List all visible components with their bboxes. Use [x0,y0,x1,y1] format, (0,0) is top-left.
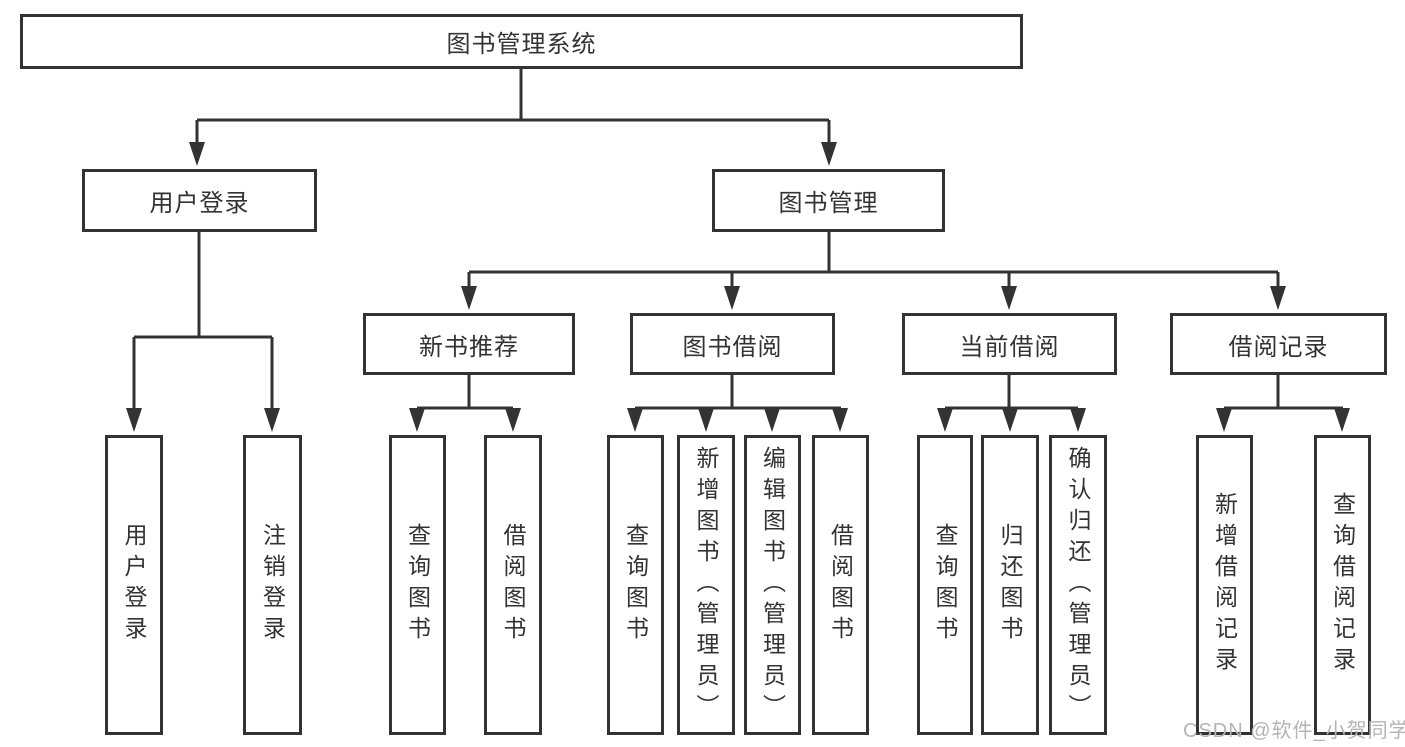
leaf-label: 查询图书 [622,523,649,647]
leaf-label: 确认归还（管理员） [1065,445,1091,725]
node-user-login: 用户登录 [82,169,317,232]
leaf-label: 注销登录 [259,523,286,647]
leaf-label: 借阅图书 [500,523,526,647]
leaf-add-borrow-record: 新增借阅记录 [1196,435,1253,735]
leaf-query-book-3: 查询图书 [917,435,973,735]
leaf-query-book-2: 查询图书 [607,435,664,735]
node-book-management: 图书管理 [712,169,945,232]
node-label: 借阅记录 [1228,333,1329,361]
leaf-borrow-book-2: 借阅图书 [812,435,869,735]
leaf-label: 用户登录 [121,523,147,647]
leaf-confirm-return-admin: 确认归还（管理员） [1049,435,1107,735]
node-label: 用户登录 [149,190,250,217]
leaf-label: 新增图书（管理员） [693,445,719,725]
leaf-return-book: 归还图书 [981,435,1039,735]
leaf-label: 查询图书 [404,523,431,647]
csdn-watermark: CSDN @软件_小贺同学 [1183,720,1405,742]
node-label: 当前借阅 [959,333,1060,361]
leaf-borrow-book-1: 借阅图书 [484,435,542,735]
leaf-user-login: 用户登录 [105,435,163,735]
node-library-management-system: 图书管理系统 [20,14,1023,69]
leaf-label: 编辑图书（管理员） [759,445,786,725]
leaf-label: 借阅图书 [827,523,854,647]
leaf-label: 新增借阅记录 [1211,492,1238,678]
node-new-book-recommend: 新书推荐 [363,313,575,375]
leaf-logout: 注销登录 [243,435,302,735]
node-label: 新书推荐 [419,333,519,361]
node-borrow-record: 借阅记录 [1170,313,1387,375]
arrowheads [126,142,1350,432]
leaf-label: 查询图书 [932,523,958,647]
leaf-add-book-admin: 新增图书（管理员） [677,435,735,735]
leaf-label: 查询借阅记录 [1329,492,1356,678]
node-current-borrow: 当前借阅 [902,313,1117,375]
node-label: 图书管理系统 [446,31,597,58]
node-label: 图书借阅 [682,333,783,361]
leaf-query-book-1: 查询图书 [389,435,446,735]
leaf-edit-book-admin: 编辑图书（管理员） [744,435,801,735]
node-label: 图书管理 [778,190,879,217]
leaf-query-borrow-record: 查询借阅记录 [1314,435,1371,735]
node-book-borrow: 图书借阅 [630,313,835,375]
leaf-label: 归还图书 [997,523,1023,647]
